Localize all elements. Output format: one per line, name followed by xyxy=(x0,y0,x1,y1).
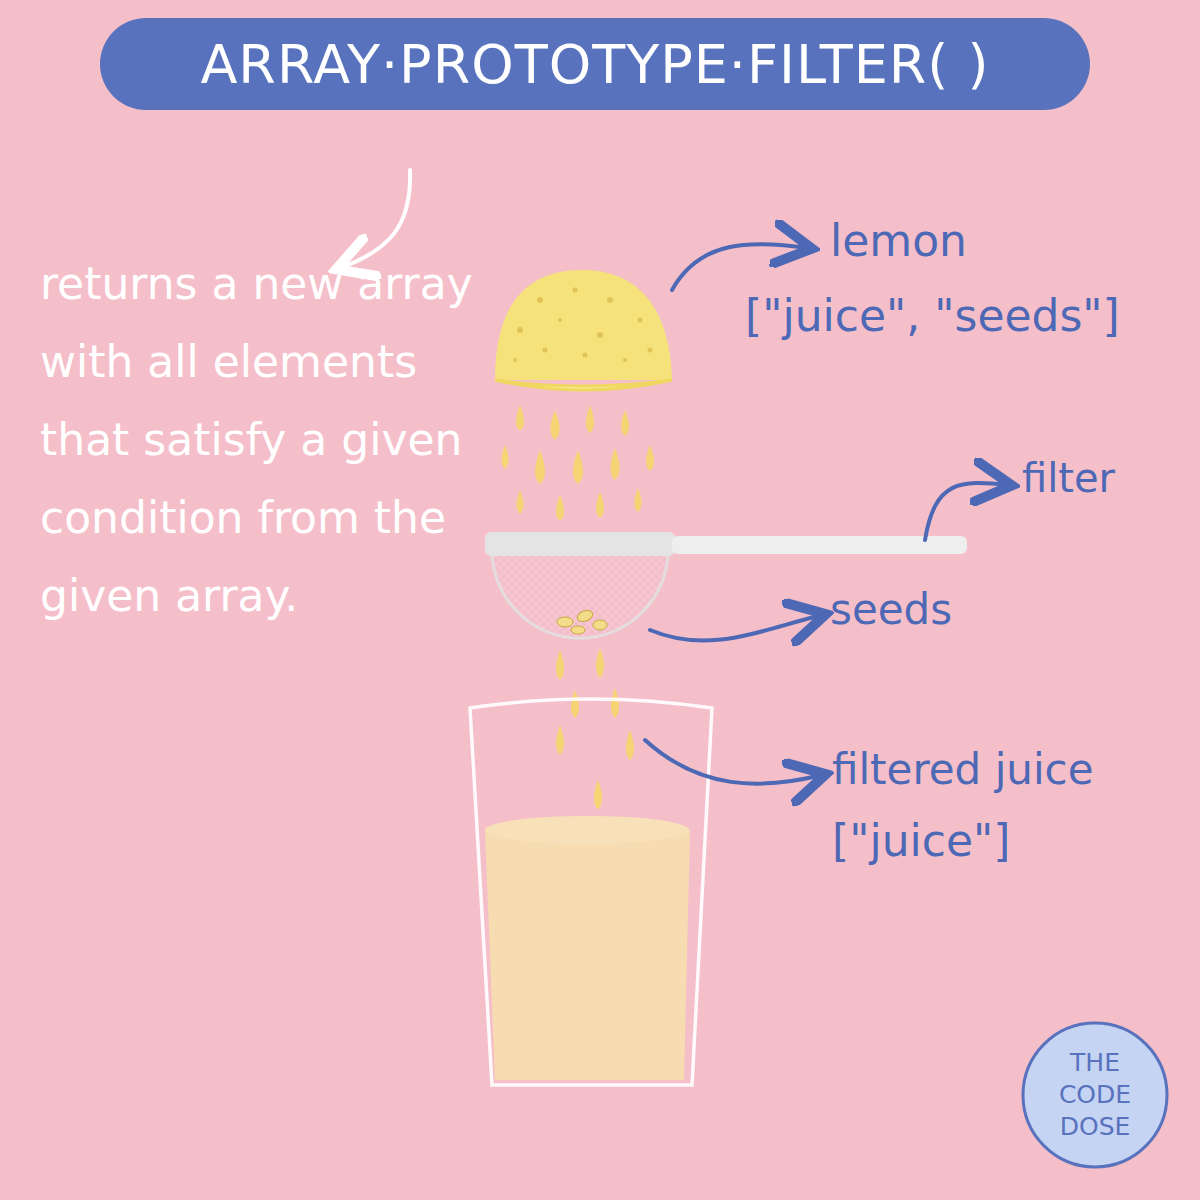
lemon xyxy=(495,270,672,390)
juice-drops xyxy=(502,405,655,521)
badge-text: THE CODE DOSE xyxy=(1050,1047,1140,1143)
description-text: returns a new array with all elements th… xyxy=(40,245,480,635)
seeds-leader xyxy=(650,615,822,641)
strainer xyxy=(485,532,967,638)
part-label: seeds xyxy=(830,585,952,634)
title-leader xyxy=(340,170,410,268)
lemon-leader xyxy=(672,244,808,290)
part-label: filter xyxy=(1022,455,1115,501)
filtered-drops xyxy=(556,648,634,810)
part-label: lemon xyxy=(830,215,967,266)
glass-leader xyxy=(645,740,822,784)
array-label: ["juice"] xyxy=(832,815,1010,866)
filter-leader xyxy=(925,483,1008,540)
title-band: ARRAY·PROTOTYPE·FILTER( ) xyxy=(100,18,1090,110)
title-text: ARRAY·PROTOTYPE·FILTER( ) xyxy=(200,33,989,96)
array-label: ["juice", "seeds"] xyxy=(745,290,1120,341)
glass xyxy=(470,699,712,1085)
brand-badge: THE CODE DOSE xyxy=(1020,1020,1170,1170)
part-label: filtered juice xyxy=(832,745,1094,794)
